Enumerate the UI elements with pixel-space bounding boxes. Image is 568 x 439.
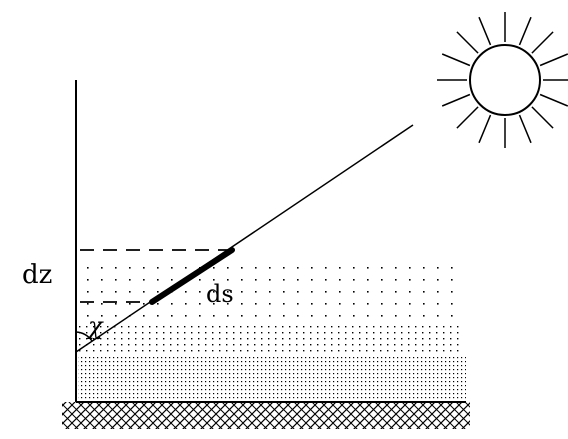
sun-ray: [456, 106, 479, 129]
sun-ray: [441, 93, 471, 107]
sun-ray: [531, 31, 554, 54]
sun-ray: [539, 53, 568, 67]
sun-ray: [518, 114, 532, 144]
sun-ray: [441, 53, 471, 67]
sun-ray: [478, 114, 492, 144]
ground-hatching: [62, 402, 470, 429]
sun-ray: [531, 106, 554, 129]
ds-path-segment: [149, 247, 235, 305]
sun-ray: [518, 16, 532, 46]
sun-ray: [456, 31, 479, 54]
dense-atmosphere-layer: [78, 356, 466, 400]
sun-ray: [478, 16, 492, 46]
ds-label: ds: [206, 280, 234, 308]
angle-label: χ: [86, 312, 104, 340]
zenith-angle-arc: [75, 331, 93, 342]
sun-ray-path: [75, 124, 414, 353]
sun-ray: [539, 93, 568, 107]
medium-atmosphere-layer: [78, 322, 464, 356]
sun-icon: [437, 12, 568, 148]
dz-label: dz: [22, 260, 52, 290]
sparse-atmosphere-layer: [86, 262, 462, 322]
